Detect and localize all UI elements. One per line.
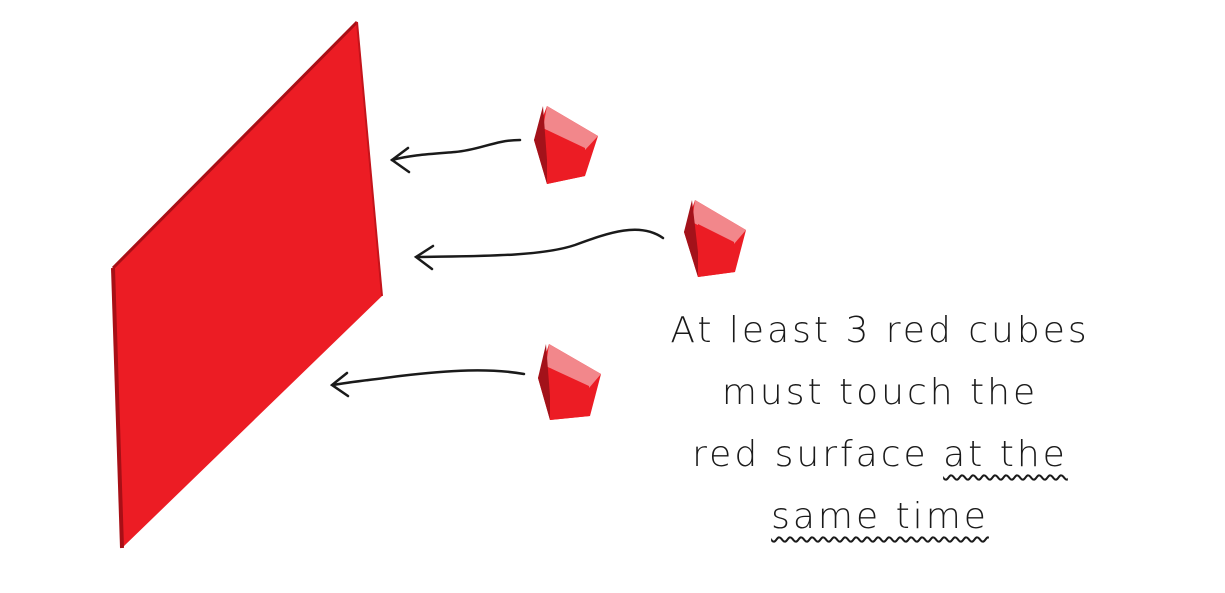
arrow-left-icon: [389, 138, 522, 174]
red-surface-icon: [111, 20, 383, 549]
red-cube-icon: [538, 344, 601, 420]
caption-line-2: must touch the: [721, 372, 1039, 413]
arrow-left-icon: [413, 228, 665, 271]
caption-emphasis-same-time: same time: [771, 496, 989, 537]
red-cube-icon: [684, 200, 746, 277]
caption-line-1: At least 3 red cubes: [670, 310, 1090, 351]
caption-line-3: red surface at the: [620, 424, 1140, 486]
caption-text: At least 3 red cubes must touch the red …: [620, 300, 1140, 548]
caption-line-4: same time: [620, 486, 1140, 548]
caption-emphasis-at-the: at the: [943, 434, 1068, 475]
caption-line-3-text: red surface: [692, 434, 944, 475]
arrow-left-icon: [329, 369, 526, 398]
red-cube-icon: [534, 106, 598, 184]
